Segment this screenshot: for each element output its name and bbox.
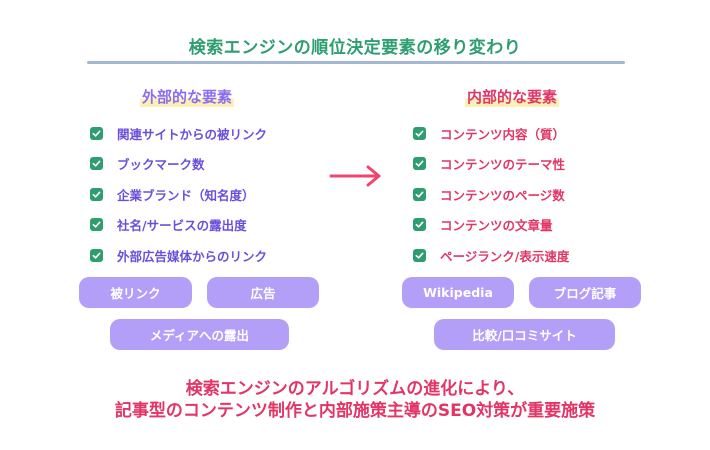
conclusion-line-1: 検索エンジンのアルゴリズムの進化により、: [185, 379, 525, 399]
list-item: コンテンツの文章量: [413, 210, 569, 241]
internal-item-label: コンテンツのテーマ性: [440, 157, 566, 173]
internal-item-label: コンテンツのページ数: [440, 187, 565, 203]
tag-pill-ads: 広告: [207, 277, 319, 308]
check-icon: [413, 218, 426, 232]
list-item: 外部広告媒体からのリンク: [90, 240, 267, 271]
check-icon: [90, 187, 103, 201]
list-item: ブックマーク数: [90, 149, 267, 180]
check-icon: [90, 126, 103, 140]
tag-pill-blog-articles: ブログ記事: [529, 277, 641, 308]
internal-item-label: ページランク/表示速度: [440, 248, 570, 264]
check-icon: [413, 126, 426, 140]
list-item: コンテンツ内容（質）: [413, 118, 569, 149]
internal-item-label: コンテンツ内容（質）: [440, 126, 566, 142]
list-item: 社名/サービスの露出度: [90, 210, 267, 241]
check-icon: [90, 248, 103, 262]
check-icon: [413, 248, 426, 262]
internal-item-label: コンテンツの文章量: [440, 218, 553, 234]
list-item: コンテンツのテーマ性: [413, 149, 569, 180]
tag-pill-wikipedia: Wikipedia: [402, 277, 514, 308]
external-item-label: 社名/サービスの露出度: [117, 218, 247, 234]
external-item-label: 関連サイトからの被リンク: [117, 126, 268, 142]
external-heading: 外部的な要素: [140, 87, 235, 107]
conclusion-line-2: 記事型のコンテンツ制作と内部施策主導のSEO対策が重要施策: [114, 401, 596, 421]
tag-pill-review-sites: 比較/口コミサイト: [434, 319, 615, 350]
check-icon: [413, 187, 426, 201]
list-item: 関連サイトからの被リンク: [90, 118, 267, 149]
internal-heading: 内部的な要素: [465, 87, 560, 107]
check-icon: [90, 218, 103, 232]
title-divider: [87, 61, 625, 64]
arrow-right-icon: [329, 165, 381, 187]
internal-list: コンテンツ内容（質） コンテンツのテーマ性 コンテンツのページ数 コンテンツの文…: [413, 118, 569, 271]
list-item: コンテンツのページ数: [413, 179, 569, 210]
list-item: 企業ブランド（知名度）: [90, 179, 267, 210]
tag-pill-backlinks: 被リンク: [79, 277, 192, 308]
external-item-label: 企業ブランド（知名度）: [117, 187, 255, 203]
diagram-title: 検索エンジンの順位決定要素の移り変わり: [188, 38, 522, 58]
tag-pill-media-exposure: メディアへの露出: [110, 319, 289, 350]
external-item-label: ブックマーク数: [117, 157, 205, 173]
check-icon: [413, 157, 426, 171]
external-list: 関連サイトからの被リンク ブックマーク数 企業ブランド（知名度） 社名/サービス…: [90, 118, 267, 271]
check-icon: [90, 157, 103, 171]
external-item-label: 外部広告媒体からのリンク: [117, 248, 268, 264]
list-item: ページランク/表示速度: [413, 240, 569, 271]
